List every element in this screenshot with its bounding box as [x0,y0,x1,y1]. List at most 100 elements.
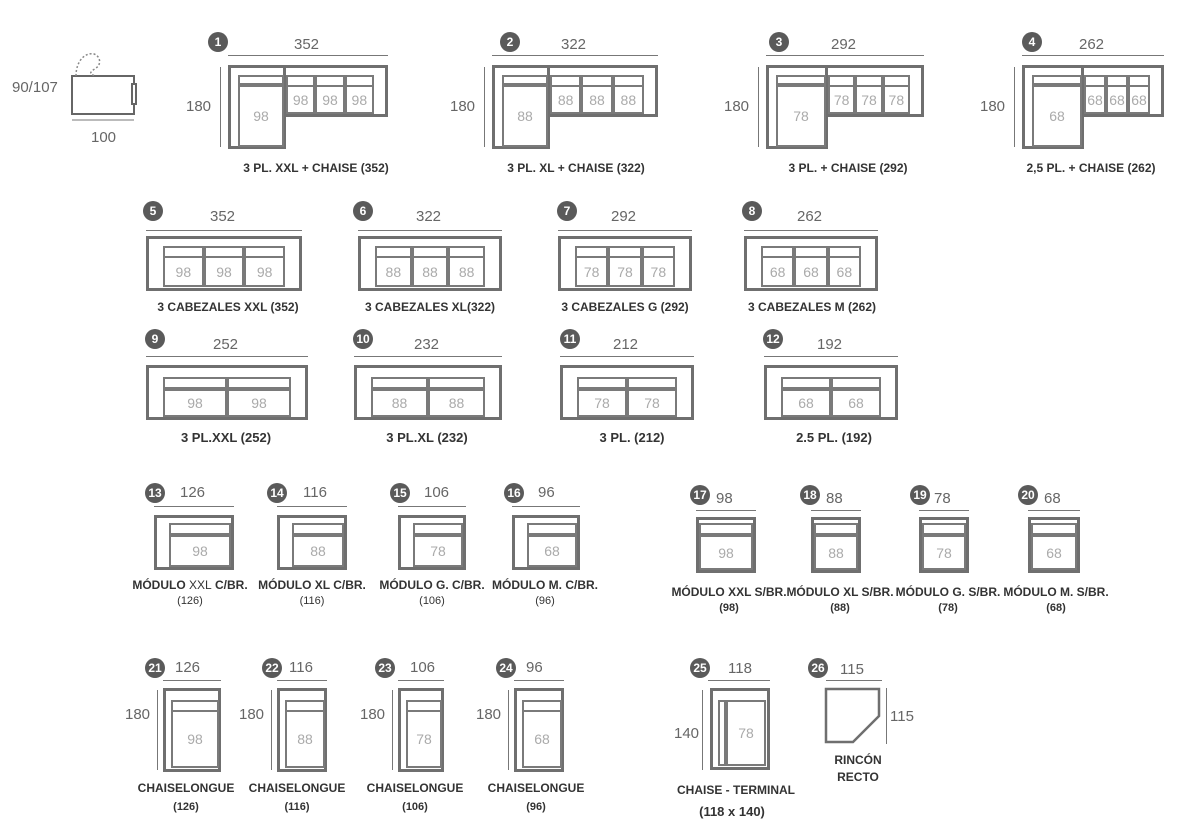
model-sub-caption: (88) [830,602,850,614]
number-badge: 11 [560,329,580,349]
number-badge: 7 [557,201,577,221]
seat-cushion: 88 [448,256,485,287]
width-label: 232 [414,336,440,353]
seat-cushion: 98 [315,85,345,114]
model-caption: MÓDULO XL S/BR. [786,585,894,599]
number-badge: 10 [353,329,373,349]
corner-shape [824,687,881,744]
seat-cushion: 98 [244,256,285,287]
dimension-line [758,67,759,147]
model-sub-caption: (126) [177,595,203,607]
seat-cushion: 88 [371,389,428,417]
seat-cushion: 98 [286,85,316,114]
width-label: 292 [831,36,857,53]
model-caption: CHAISELONGUE [366,781,464,795]
number-badge: 2 [500,32,520,52]
backrest-band [502,75,548,85]
seat-cushion: 78 [627,389,677,417]
seat-cushion: 98 [171,710,219,768]
dimension-line [277,680,327,681]
model-caption: 3 PL. XXL + CHAISE (352) [243,161,389,175]
armrest-band [718,700,726,766]
height-label: 180 [186,98,212,115]
dimension-line [392,690,393,770]
number-badge: 5 [143,201,163,221]
dimension-line [146,356,308,357]
model-caption: CHAISELONGUE [137,781,235,795]
width-label: 96 [526,659,543,676]
seat-cushion: 68 [1084,85,1106,114]
profile-height-label: 90/107 [12,79,58,96]
dimension-line [514,680,564,681]
model-caption: CHAISE - TERMINAL [677,783,795,797]
backrest-band [238,75,284,85]
model-caption: CHAISELONGUE [248,781,346,795]
model-caption: 2,5 PL. + CHAISE (262) [1026,161,1156,175]
seat-cushion: 68 [827,256,861,287]
dimension-line [508,690,509,770]
dimension-line [512,506,580,507]
seat-cushion: 88 [612,85,644,114]
number-badge: 17 [690,485,710,505]
number-badge: 9 [145,329,165,349]
seat-cushion: 88 [814,535,858,570]
dimension-line [163,680,221,681]
seat-cushion: 68 [761,256,795,287]
corner-outline [824,687,881,744]
number-badge: 19 [910,485,930,505]
width-label: 106 [424,484,450,501]
width-label: 126 [175,659,201,676]
dimension-line [811,510,861,511]
backrest-band [169,523,231,535]
model-sub-caption: (116) [299,595,325,607]
seat-cushion: 78 [608,256,642,287]
model-caption: MÓDULO XL C/BR. [258,578,366,592]
height-label: 180 [239,706,265,723]
dimension-line [560,356,694,357]
seat-cushion: 88 [292,535,344,567]
model-sub-caption: (68) [1046,602,1066,614]
width-label: 252 [213,336,239,353]
model-caption: RINCÓN [834,753,882,767]
width-label: 116 [303,484,327,501]
seat-cushion: 98 [163,389,227,417]
height-label: 140 [674,725,700,742]
seat-cushion: 68 [794,256,828,287]
seat-cushion: 78 [413,535,463,567]
dimension-line [354,356,502,357]
number-badge: 15 [390,483,410,503]
backrest-band [627,377,677,389]
backrest-band [371,377,428,389]
number-badge: 24 [496,658,516,678]
model-caption: MÓDULO M. S/BR. [1003,585,1109,599]
model-caption: CHAISELONGUE [487,781,585,795]
dimension-line [826,680,882,681]
model-sub-caption: (118 x 140) [699,804,765,819]
number-badge: 18 [800,485,820,505]
seat-cushion: 88 [428,389,485,417]
caption-part: C/BR. [565,578,598,592]
seat-cushion: 68 [527,535,577,567]
number-badge: 3 [769,32,789,52]
seat-cushion: 78 [726,700,766,766]
height-label: 180 [450,98,476,115]
caption-part: C/BR. [211,578,248,592]
dimension-line [154,506,234,507]
width-label: 96 [538,484,555,501]
model-caption: MÓDULO G. C/BR. [379,578,485,592]
model-sub-caption: (96) [526,801,546,813]
model-caption: 3 PL. + CHAISE (292) [788,161,908,175]
chaise-seat: 78 [776,85,826,147]
model-caption: 3 PL. XL + CHAISE (322) [507,161,645,175]
seat-cushion: 98 [163,256,204,287]
model-sub-caption: (78) [938,602,958,614]
number-badge: 21 [145,658,165,678]
seat-cushion: 88 [411,256,449,287]
dimension-line [271,690,272,770]
number-badge: 20 [1018,485,1038,505]
model-sub-caption: (116) [284,801,310,813]
dimension-line [146,230,302,231]
seat-cushion: 68 [522,710,562,768]
model-caption: MÓDULO XXL S/BR. [671,585,787,599]
dimension-line [484,67,485,147]
